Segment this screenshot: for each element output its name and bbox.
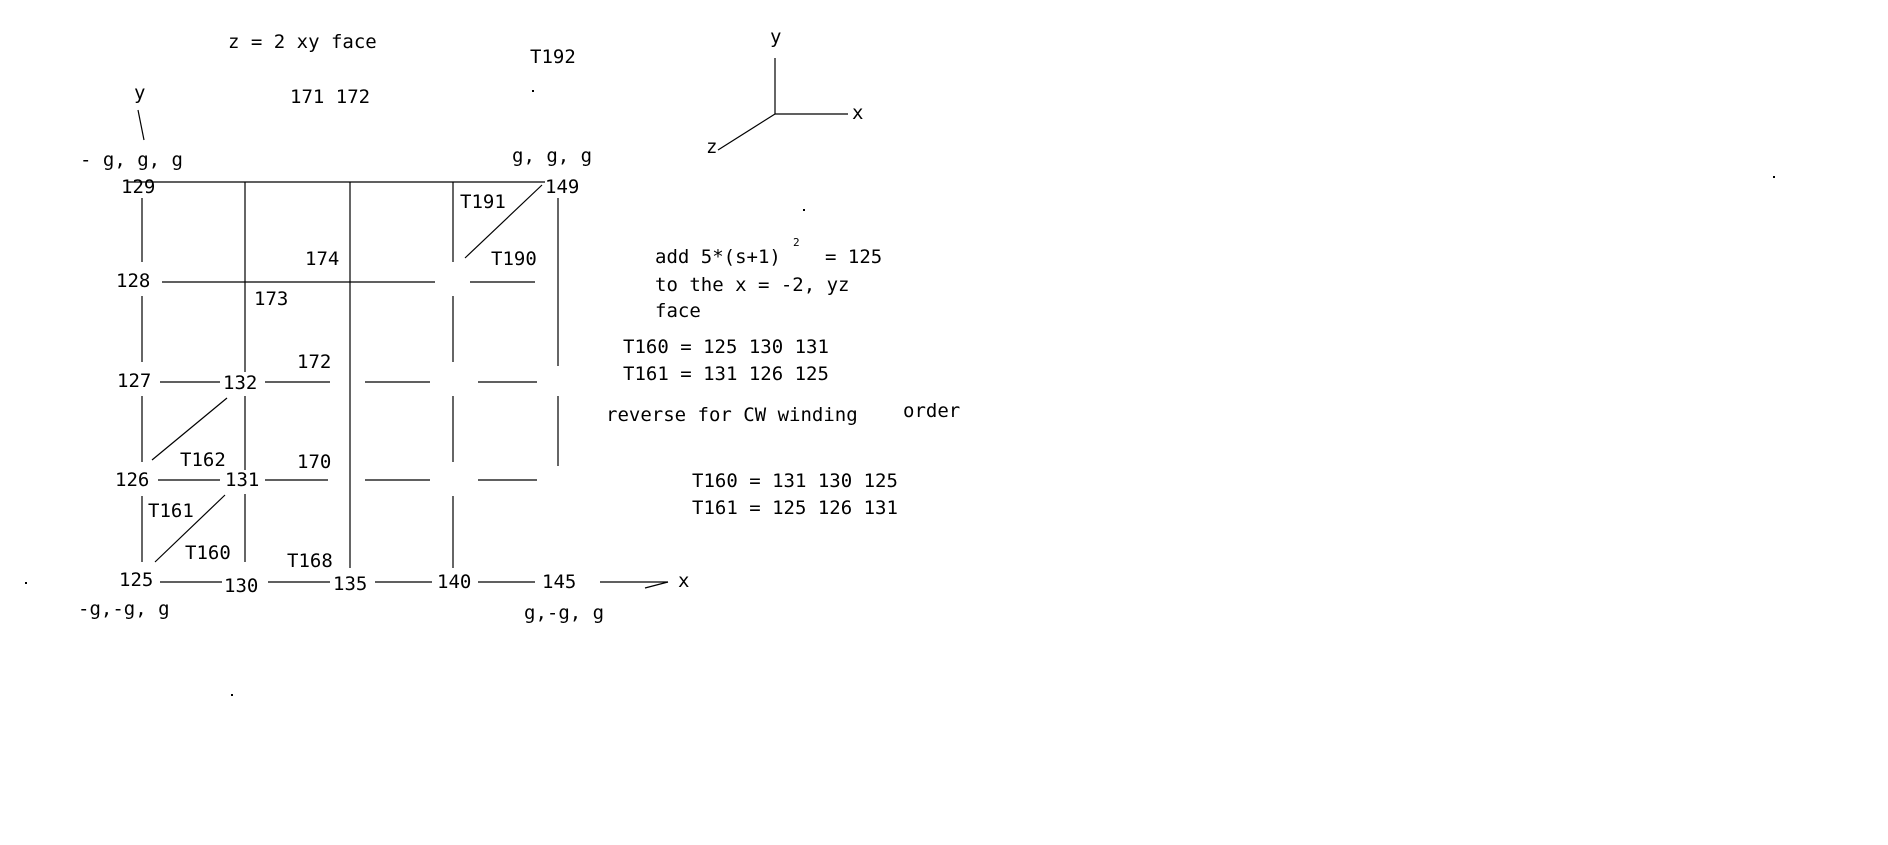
axis3d-z-label: z bbox=[706, 136, 718, 158]
small-y-axis bbox=[137, 109, 145, 141]
note-order: order bbox=[903, 400, 961, 422]
note-exponent: 2 bbox=[793, 236, 800, 249]
note-t160-reversed: T160 = 131 130 125 bbox=[692, 470, 898, 492]
note-equals-125: = 125 bbox=[825, 246, 883, 268]
stray-dot bbox=[803, 209, 805, 211]
note-to-the-face: to the x = -2, yz bbox=[655, 274, 850, 296]
triangle-t160: T160 bbox=[185, 542, 231, 564]
stray-dot bbox=[25, 582, 27, 584]
x-axis-arrow bbox=[644, 581, 669, 589]
diag-t191 bbox=[464, 184, 543, 259]
triangle-t191: T191 bbox=[460, 191, 506, 213]
x-axis-label: x bbox=[678, 570, 690, 592]
vertex-149: 149 bbox=[545, 176, 580, 198]
vertex-128: 128 bbox=[116, 270, 151, 292]
note-reverse-winding: reverse for CW winding bbox=[606, 404, 858, 426]
vertex-132: 132 bbox=[223, 372, 258, 394]
vertex-131: 131 bbox=[225, 469, 260, 491]
vertex-135: 135 bbox=[333, 573, 368, 595]
corner-top-right: g, g, g bbox=[512, 145, 593, 167]
note-add-offset: add 5*(s+1) bbox=[655, 246, 781, 268]
corner-bottom-left: -g,-g, g bbox=[78, 598, 170, 620]
corner-bottom-right: g,-g, g bbox=[524, 602, 605, 624]
triangle-173: 173 bbox=[254, 288, 289, 310]
corner-top-left: - g, g, g bbox=[80, 149, 183, 171]
stray-dot bbox=[1773, 176, 1775, 178]
triangle-t161: T161 bbox=[148, 500, 194, 522]
top-vertex-labels: 171 172 bbox=[290, 86, 371, 108]
vertex-140: 140 bbox=[437, 571, 472, 593]
triangle-t168: T168 bbox=[287, 550, 333, 572]
triangle-t190: T190 bbox=[491, 248, 537, 270]
stray-dot bbox=[231, 694, 233, 696]
axis3d-z bbox=[717, 113, 776, 151]
triangle-172: 172 bbox=[297, 351, 332, 373]
vertex-130: 130 bbox=[224, 575, 259, 597]
note-face: face bbox=[655, 300, 701, 322]
diag-t160 bbox=[154, 494, 226, 563]
t192-label: T192 bbox=[530, 46, 576, 68]
triangle-174: 174 bbox=[305, 248, 340, 270]
small-y-axis-label: y bbox=[134, 82, 146, 104]
triangle-t162: T162 bbox=[180, 449, 226, 471]
face-title: z = 2 xy face bbox=[228, 31, 377, 53]
triangle-170: 170 bbox=[297, 451, 332, 473]
vertex-126: 126 bbox=[115, 469, 150, 491]
diag-t162 bbox=[151, 397, 228, 461]
note-t160-original: T160 = 125 130 131 bbox=[623, 336, 829, 358]
axis3d-x-label: x bbox=[852, 102, 864, 124]
vertex-125: 125 bbox=[119, 569, 154, 591]
note-t161-reversed: T161 = 125 126 131 bbox=[692, 497, 898, 519]
vertex-127: 127 bbox=[117, 370, 152, 392]
axis3d-y-label: y bbox=[770, 26, 782, 48]
vertex-129: 129 bbox=[121, 176, 156, 198]
note-t161-original: T161 = 131 126 125 bbox=[623, 363, 829, 385]
stray-dot bbox=[532, 90, 534, 92]
vertex-145: 145 bbox=[542, 571, 577, 593]
